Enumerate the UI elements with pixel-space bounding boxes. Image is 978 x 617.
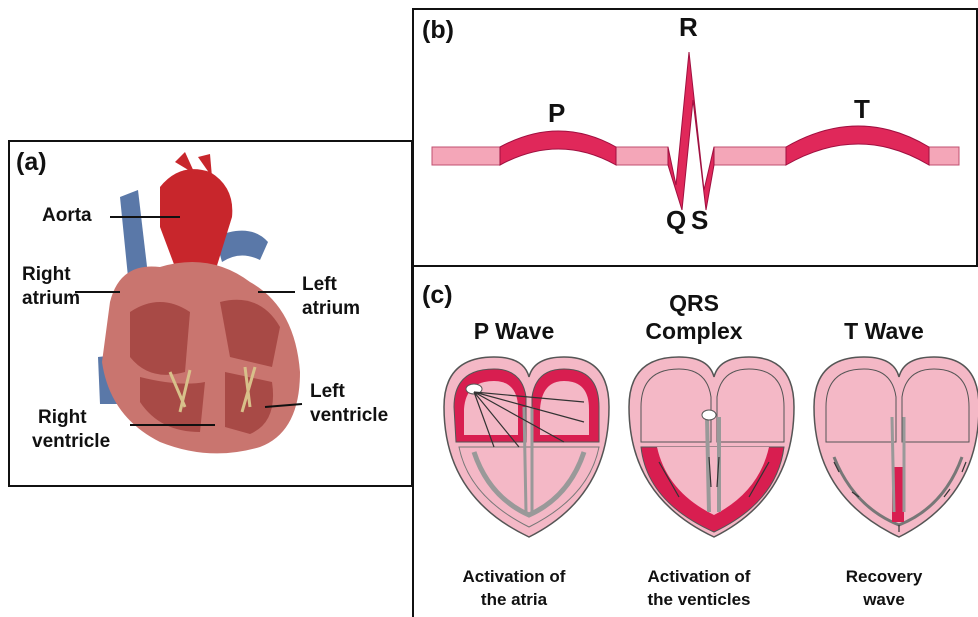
label-right-atrium-line2: atrium [22, 287, 80, 310]
qrs-caption-line1: Activation of [624, 565, 774, 588]
ecg-label-q: Q [666, 205, 686, 236]
label-right-atrium-line1: Right [22, 263, 71, 286]
t-wave-caption-line1: Recovery [809, 565, 959, 588]
panel-a-anatomy: (a) Aorta Right atrium Left atrium Left … [8, 140, 413, 487]
label-aorta: Aorta [42, 204, 92, 227]
panel-b-ecg: (b) P R Q S T [412, 8, 978, 267]
label-left-atrium-line2: atrium [302, 297, 360, 320]
label-left-atrium-line1: Left [302, 273, 337, 296]
qrs-caption-line2: the venticles [624, 588, 774, 611]
label-left-ventricle-line2: ventricle [310, 404, 388, 427]
qrs-title-line1: QRS [629, 289, 759, 317]
panel-c-label: (c) [422, 281, 453, 310]
ecg-label-s: S [691, 205, 708, 236]
label-left-ventricle-line1: Left [310, 380, 345, 403]
ecg-label-t: T [854, 94, 870, 125]
p-wave-caption-line1: Activation of [439, 565, 589, 588]
panel-c-activation: (c) P Wave QRS Complex T Wave [412, 265, 978, 617]
p-wave-title: P Wave [449, 317, 579, 345]
t-wave-caption-line2: wave [809, 588, 959, 611]
heart-p-wave-diagram [414, 347, 978, 577]
ecg-label-p: P [548, 98, 565, 129]
qrs-title-line2: Complex [629, 317, 759, 345]
label-right-ventricle-line2: ventricle [32, 430, 110, 453]
t-wave-title: T Wave [819, 317, 949, 345]
label-right-ventricle-line1: Right [38, 406, 87, 429]
ecg-label-r: R [679, 12, 698, 43]
p-wave-caption-line2: the atria [439, 588, 589, 611]
